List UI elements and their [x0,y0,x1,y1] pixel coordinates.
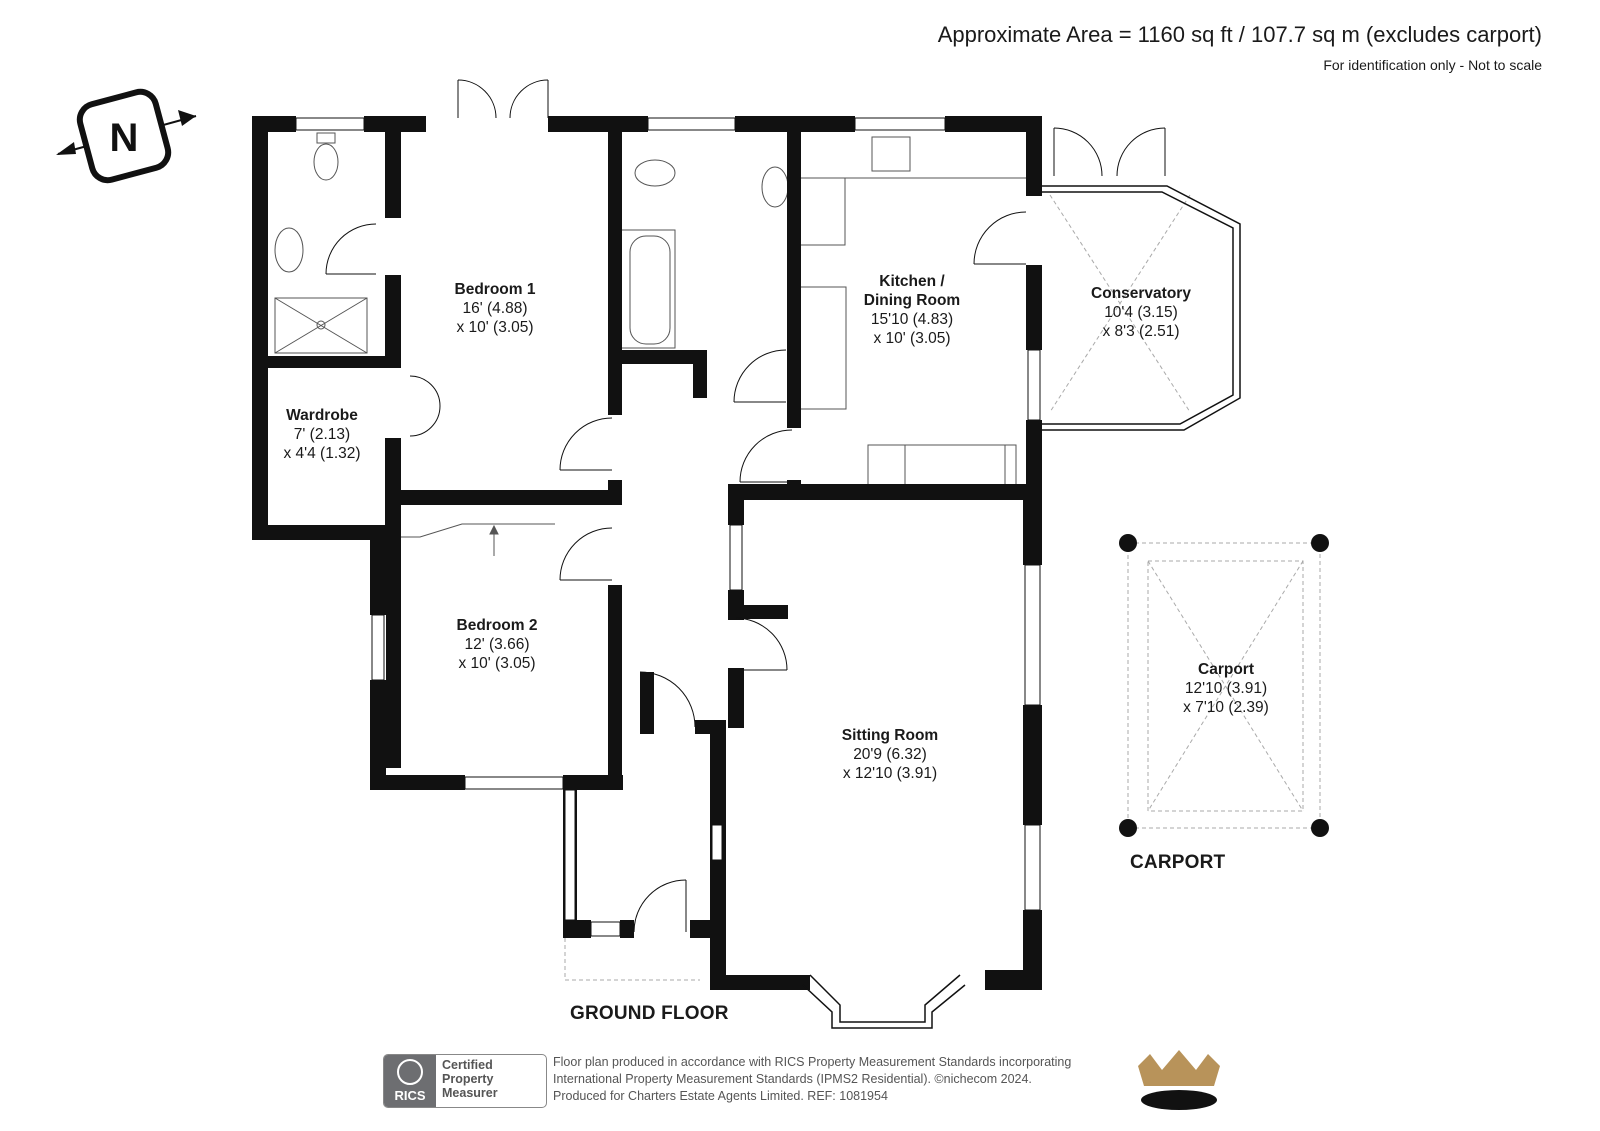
room-dimension: 12'10 (3.91) [1184,680,1268,697]
footer-disclaimer: Floor plan produced in accordance with R… [553,1054,1071,1105]
footer-line: Floor plan produced in accordance with R… [553,1055,1072,1069]
walls [252,116,1042,990]
rics-brand: RICS [394,1088,426,1103]
room-name: Dining Room [863,292,961,309]
room-bedroom-1: Bedroom 1 16' (4.88) x 10' (3.05) [455,280,536,337]
room-wardrobe: Wardrobe 7' (2.13) x 4'4 (1.32) [283,406,360,463]
ground-floor-label: GROUND FLOOR [570,1003,729,1024]
room-dimension: 12' (3.66) [464,636,530,653]
toilet-icon-2 [634,159,676,187]
room-dimension: 15'10 (4.83) [870,311,954,328]
room-name: Wardrobe [286,407,358,424]
room-dimension: x 12'10 (3.91) [842,765,938,782]
room-dimension: x 7'10 (2.39) [1183,699,1269,716]
identification-note: For identification only - Not to scale [1323,57,1542,73]
door-swings [325,79,1166,933]
room-bedroom-2: Bedroom 2 12' (3.66) x 10' (3.05) [457,616,538,673]
room-sitting-room: Sitting Room 20'9 (6.32) x 12'10 (3.91) [842,726,938,783]
room-dimension: x 10' (3.05) [458,655,536,672]
carport-label: CARPORT [1130,852,1226,873]
carport-posts [1119,534,1329,837]
toilet-icon [313,143,339,181]
room-dimension: x 4'4 (1.32) [283,445,361,462]
carport-outline [1127,542,1321,829]
rics-badge: RICS Certified Property Measurer [383,1054,547,1108]
room-dimension: 10'4 (3.15) [1104,304,1178,321]
room-dimension: x 10' (3.05) [456,319,534,336]
shower-tray-icon [274,297,368,354]
conservatory-outline [1049,194,1191,413]
approximate-area: Approximate Area = 1160 sq ft / 107.7 sq… [937,22,1542,47]
footer-line: Produced for Charters Estate Agents Limi… [553,1089,888,1103]
rics-line: Measurer [442,1086,498,1100]
room-name: Carport [1198,661,1254,678]
bay-window [802,974,966,1029]
compass-letter: N [110,116,139,160]
crown-logo-icon [1138,1050,1220,1110]
conservatory-glazing [1042,185,1241,431]
basin-icon [274,227,304,273]
room-conservatory: Conservatory 10'4 (3.15) x 8'3 (2.51) [1091,284,1191,341]
rics-logo-icon [397,1059,423,1085]
footer-line: International Property Measurement Stand… [553,1072,1032,1086]
rics-line: Certified [442,1058,493,1072]
room-name: Bedroom 2 [456,617,538,634]
basin-icon-2 [761,166,789,208]
bath-icon [629,235,671,345]
room-dimension: 20'9 (6.32) [853,746,927,763]
room-carport: Carport 12'10 (3.91) x 7'10 (2.39) [1183,660,1269,717]
room-name: Bedroom 1 [454,281,536,298]
windows [295,117,1041,937]
room-dimension: 7' (2.13) [293,426,351,443]
room-name: Conservatory [1091,285,1191,302]
room-dimension: x 10' (3.05) [873,330,951,347]
room-name: Sitting Room [841,727,939,744]
kitchen-sink-icon [871,136,911,172]
room-kitchen-dining: Kitchen / Dining Room 15'10 (4.83) x 10'… [864,272,960,348]
cistern-icon [316,132,336,144]
room-name: Kitchen / [879,273,945,290]
north-compass-icon: N [56,88,197,184]
rics-line: Property [442,1072,494,1086]
room-dimension: 16' (4.88) [462,300,528,317]
room-dimension: x 8'3 (2.51) [1102,323,1180,340]
